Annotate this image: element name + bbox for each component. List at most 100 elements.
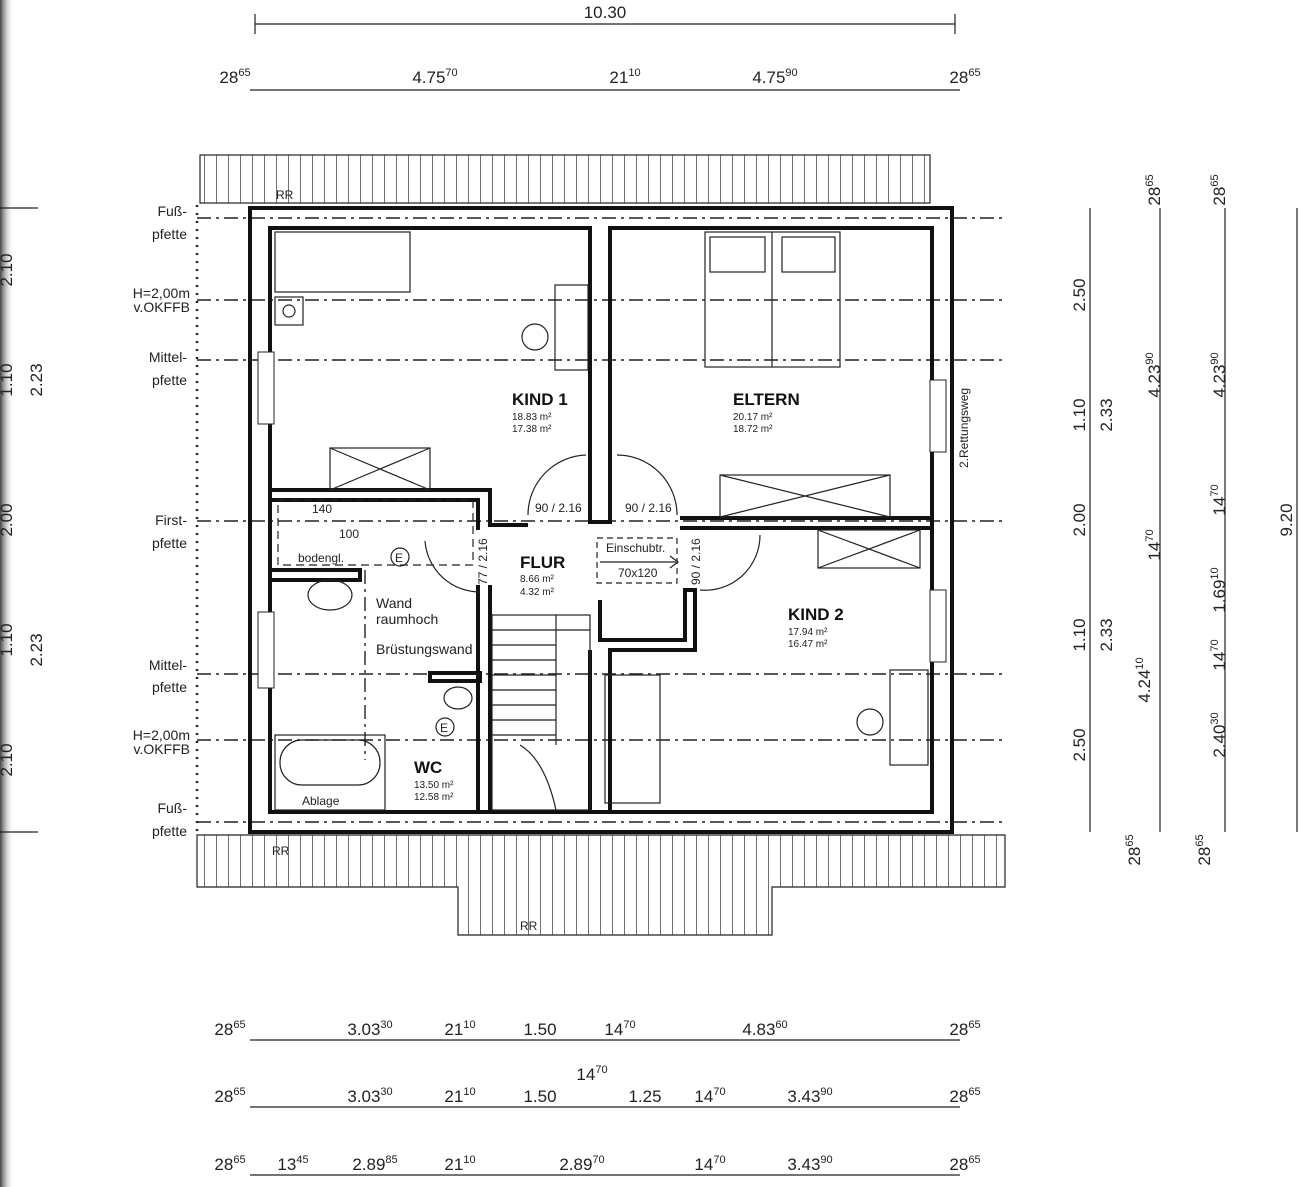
dimension-label: 2865 <box>1194 834 1214 865</box>
furniture <box>274 231 929 811</box>
svg-text:pfette: pfette <box>152 679 187 695</box>
dimension-bottom-lines <box>250 1039 960 1176</box>
dimension-top: 10.30 <box>250 3 960 91</box>
room-name: FLUR <box>520 553 565 572</box>
skylight-kind1 <box>329 447 431 491</box>
svg-text:77 / 2.16: 77 / 2.16 <box>476 538 490 585</box>
shower <box>277 499 474 566</box>
dimension-label: 2.23 <box>27 363 46 396</box>
svg-text:H=2,00m: H=2,00m <box>133 285 190 301</box>
svg-text:90 / 2.16: 90 / 2.16 <box>625 501 672 515</box>
dimension-label: 2865 <box>214 1086 245 1106</box>
svg-text:First-: First- <box>155 512 187 528</box>
dimension-label: 2.10 <box>0 253 16 286</box>
dimension-label: 2865 <box>949 1019 980 1039</box>
svg-text:Fuß-: Fuß- <box>157 203 187 219</box>
svg-text:140: 140 <box>312 502 332 516</box>
svg-text:E: E <box>395 551 403 565</box>
svg-text:pfette: pfette <box>152 823 187 839</box>
svg-text:90 / 2.16: 90 / 2.16 <box>689 538 703 585</box>
svg-text:8.66 m²: 8.66 m² <box>520 574 555 585</box>
dimension-label: 4.8360 <box>742 1019 787 1039</box>
svg-text:Fuß-: Fuß- <box>157 800 187 816</box>
toilet <box>443 686 473 710</box>
dimension-label: 2110 <box>609 67 640 87</box>
room-name: KIND 2 <box>788 605 844 624</box>
dimension-label: 4.2390 <box>1209 352 1229 397</box>
dimension-label: 1.6910 <box>1209 567 1229 612</box>
skylight-eltern <box>719 474 891 518</box>
dimension-label: 2865 <box>214 1019 245 1039</box>
svg-text:Ablage: Ablage <box>302 794 340 808</box>
bed-kind1 <box>274 231 411 293</box>
dimension-right: 9.20 <box>1089 208 1298 832</box>
dimension-label: 2.50 <box>1070 278 1089 311</box>
svg-text:v.OKFFB: v.OKFFB <box>133 299 190 315</box>
dimension-label: 3.4390 <box>787 1154 832 1174</box>
dimension-label: 4.7570 <box>412 67 457 87</box>
svg-text:pfette: pfette <box>152 226 187 242</box>
dimension-label: 2865 <box>949 67 980 87</box>
svg-text:v.OKFFB: v.OKFFB <box>133 741 190 757</box>
desk-kind2 <box>889 669 929 766</box>
total-depth: 9.20 <box>1277 503 1296 536</box>
parapet-wall <box>428 671 482 683</box>
dimension-label: 1.50 <box>523 1020 556 1039</box>
dimension-label: 1470 <box>694 1086 725 1106</box>
attic-hatch <box>596 537 678 584</box>
svg-text:90 / 2.16: 90 / 2.16 <box>535 501 582 515</box>
dimension-label: 1.10 <box>0 363 16 396</box>
svg-text:bodengl.: bodengl. <box>298 551 344 565</box>
dimension-label: 1470 <box>694 1154 725 1174</box>
dimension-label: 2110 <box>444 1086 475 1106</box>
dimension-label: 2865 <box>214 1154 245 1174</box>
svg-text:Brüstungswand: Brüstungswand <box>376 641 473 657</box>
dimension-label: 1470 <box>1144 529 1164 560</box>
dimension-label: 2.8970 <box>559 1154 604 1174</box>
svg-text:Wand: Wand <box>376 595 412 611</box>
dimension-left <box>0 207 38 833</box>
annotations: Einschubtr. 70x120 140 100 bodengl. Wand… <box>272 188 971 933</box>
svg-text:12.58 m²: 12.58 m² <box>414 792 454 803</box>
dimension-label: 2.10 <box>0 743 16 776</box>
dimension-label: 3.0330 <box>347 1086 392 1106</box>
svg-text:Einschubtr.: Einschubtr. <box>606 541 665 555</box>
room-name: KIND 1 <box>512 390 568 409</box>
svg-text:17.38 m²: 17.38 m² <box>512 424 552 435</box>
dimension-label: 1.10 <box>1070 618 1089 651</box>
svg-text:Mittel-: Mittel- <box>149 657 187 673</box>
dimension-label: 2.4030 <box>1209 712 1229 757</box>
room-name: ELTERN <box>733 390 800 409</box>
dimension-label: 2865 <box>949 1154 980 1174</box>
dimension-label: 2865 <box>949 1086 980 1106</box>
dimension-label: 1.10 <box>0 623 16 656</box>
room-labels: KIND 1 18.83 m² 17.38 m² ELTERN 20.17 m²… <box>414 390 844 803</box>
roof-eave-bottom <box>196 834 1006 936</box>
dimension-label: 2.33 <box>1097 618 1116 651</box>
svg-text:2.Rettungsweg: 2.Rettungsweg <box>957 388 971 468</box>
dimension-label: 1.25 <box>628 1087 661 1106</box>
dimension-label: 2.00 <box>1070 503 1089 536</box>
svg-text:18.83 m²: 18.83 m² <box>512 412 552 423</box>
dimension-label: 2865 <box>219 67 250 87</box>
dimension-label: 4.7590 <box>752 67 797 87</box>
svg-text:RR: RR <box>276 188 294 202</box>
staircase <box>491 614 591 811</box>
dimension-label: 2.8985 <box>352 1154 397 1174</box>
svg-text:Mittel-: Mittel- <box>149 349 187 365</box>
dimension-label: 2110 <box>444 1154 475 1174</box>
dimension-label: 2865 <box>1209 174 1229 205</box>
roof-eave-top <box>199 154 931 204</box>
svg-text:18.72 m²: 18.72 m² <box>733 424 773 435</box>
svg-text:16.47 m²: 16.47 m² <box>788 639 828 650</box>
svg-text:RR: RR <box>520 919 538 933</box>
dimension-label: 1470 <box>1209 639 1229 670</box>
dimension-label: 3.4390 <box>787 1086 832 1106</box>
room-name: WC <box>414 758 442 777</box>
doors <box>424 454 761 593</box>
skylight-kind2 <box>817 529 921 569</box>
washbasin <box>307 579 353 611</box>
dimension-label: 2865 <box>1144 174 1164 205</box>
svg-text:RR: RR <box>272 844 290 858</box>
dimension-label: 2.33 <box>1097 398 1116 431</box>
